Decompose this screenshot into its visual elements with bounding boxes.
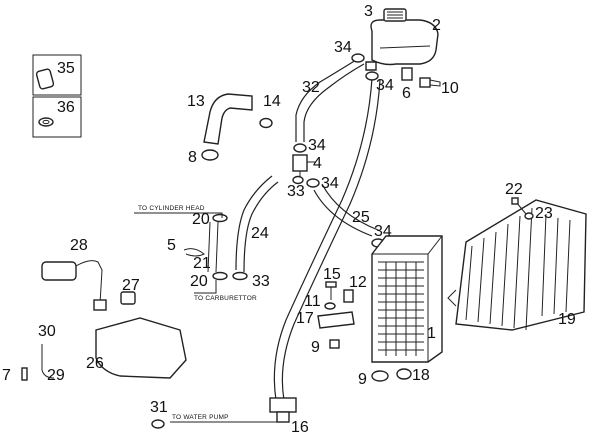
label-35: 35 xyxy=(57,60,75,77)
label-34b: 34 xyxy=(376,77,394,94)
nut-6b-icon xyxy=(329,339,340,349)
label-15: 15 xyxy=(323,266,341,283)
label-20a: 20 xyxy=(192,211,210,228)
clamp-8-icon xyxy=(201,149,219,161)
label-34e: 34 xyxy=(374,223,392,240)
nut-23-icon xyxy=(524,212,534,220)
label-26: 26 xyxy=(86,355,104,372)
label-36: 36 xyxy=(57,99,75,116)
bracket-30-icon xyxy=(41,344,55,379)
label-4: 4 xyxy=(313,155,322,172)
label-9a: 9 xyxy=(311,339,320,356)
label-34d: 34 xyxy=(321,175,339,192)
label-30: 30 xyxy=(38,323,56,340)
label-10: 10 xyxy=(441,80,459,97)
temp-sensor-icon xyxy=(41,260,107,311)
label-17: 17 xyxy=(296,310,314,327)
label-18: 18 xyxy=(412,367,430,384)
grommet-9b-icon xyxy=(371,370,389,382)
label-1: 1 xyxy=(427,325,436,342)
washer-icon xyxy=(38,117,54,127)
tank-cap-icon xyxy=(383,8,407,22)
elbow-hose-icon xyxy=(203,93,253,145)
clamp-20b-icon xyxy=(212,271,228,281)
clamp-34a-icon xyxy=(351,53,365,63)
clip-6-icon xyxy=(401,67,413,81)
clamp-31-icon xyxy=(151,419,165,429)
label-9b: 9 xyxy=(358,371,367,388)
grille-icon xyxy=(447,199,587,331)
label-6: 6 xyxy=(402,85,411,102)
label-23: 23 xyxy=(535,205,553,222)
label-21: 21 xyxy=(193,255,211,272)
note-water-pump: TO WATER PUMP xyxy=(172,414,229,421)
clamp-14-icon xyxy=(259,117,273,129)
expansion-tank-icon xyxy=(365,19,439,71)
label-27: 27 xyxy=(122,277,140,294)
label-34c: 34 xyxy=(308,137,326,154)
label-31: 31 xyxy=(150,399,168,416)
water-pump-tee-icon xyxy=(269,397,297,423)
legend-box-35 xyxy=(32,54,82,96)
clamp-33a-icon xyxy=(292,175,304,185)
label-29: 29 xyxy=(47,367,65,384)
radiator-icon xyxy=(371,235,443,363)
label-34a: 34 xyxy=(334,39,352,56)
label-33a: 33 xyxy=(287,183,305,200)
screw-22-icon xyxy=(511,197,527,215)
label-24: 24 xyxy=(251,225,269,242)
label-7: 7 xyxy=(2,367,11,384)
label-32: 32 xyxy=(302,79,320,96)
clamp-34b-icon xyxy=(365,71,379,81)
bracket-17-icon xyxy=(317,311,355,329)
label-11: 11 xyxy=(304,293,321,310)
legend-box-36 xyxy=(32,96,82,138)
label-12: 12 xyxy=(349,274,367,291)
washer-11-icon xyxy=(324,302,336,310)
screw-10-icon xyxy=(419,77,441,88)
clamp-18-icon xyxy=(396,368,412,380)
reservoir-26-icon xyxy=(95,317,187,379)
clamp-34c-icon xyxy=(293,143,307,153)
bolt-15-icon xyxy=(325,281,337,300)
bolt-12-icon xyxy=(343,289,354,303)
cap-27-icon xyxy=(120,291,136,305)
label-16: 16 xyxy=(291,419,309,436)
clamp-33b-icon xyxy=(232,271,248,281)
screw-7-icon xyxy=(21,367,28,381)
sleeve-icon xyxy=(35,68,55,90)
label-28: 28 xyxy=(70,237,88,254)
label-20b: 20 xyxy=(190,273,208,290)
label-19: 19 xyxy=(558,311,576,328)
label-13: 13 xyxy=(187,93,205,110)
clamp-34d-icon xyxy=(306,178,320,188)
label-33b: 33 xyxy=(252,273,270,290)
label-5: 5 xyxy=(167,237,176,254)
label-25: 25 xyxy=(352,209,370,226)
note-cylinder-head: TO CYLINDER HEAD xyxy=(138,205,205,212)
tie-5-icon xyxy=(183,248,205,257)
label-3: 3 xyxy=(364,3,373,20)
label-2: 2 xyxy=(432,17,441,34)
tube-21-icon xyxy=(207,221,219,273)
label-22: 22 xyxy=(505,181,523,198)
label-8: 8 xyxy=(188,149,197,166)
clamp-20a-icon xyxy=(212,213,228,223)
note-carburettor: TO CARBURETTOR xyxy=(194,295,257,302)
label-14: 14 xyxy=(263,93,281,110)
